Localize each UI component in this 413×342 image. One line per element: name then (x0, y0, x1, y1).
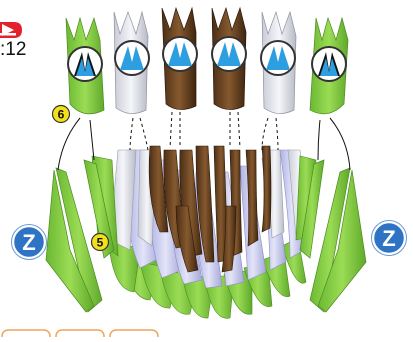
side-marker-left: Z (12, 225, 47, 260)
bottom-tab-3[interactable] (110, 330, 158, 337)
module-detail-circles (68, 37, 346, 81)
detail-circle-2 (115, 41, 149, 75)
detail-circle-5 (261, 41, 295, 75)
detail-circle-1 (68, 47, 102, 81)
bottom-tabs (2, 330, 158, 337)
dashed-guide-lines (130, 112, 278, 150)
side-marker-right: Z (372, 221, 407, 256)
side-marker-right-label: Z (382, 226, 395, 251)
play-logo-icon[interactable] (0, 22, 22, 38)
detail-circle-4 (212, 37, 246, 71)
detail-circle-3 (163, 37, 197, 71)
step-badge-5-label: 5 (97, 236, 104, 250)
step-badge-5: 5 (92, 234, 109, 251)
bottom-tab-2[interactable] (56, 330, 104, 337)
lower-body (92, 146, 316, 318)
step-badge-6-label: 6 (58, 108, 65, 122)
detail-circle-6 (312, 47, 346, 81)
side-marker-left-label: Z (22, 230, 35, 255)
step-badge-6: 6 (53, 106, 70, 123)
bottom-tab-1[interactable] (2, 330, 50, 337)
video-time-label: :12 (0, 39, 26, 61)
